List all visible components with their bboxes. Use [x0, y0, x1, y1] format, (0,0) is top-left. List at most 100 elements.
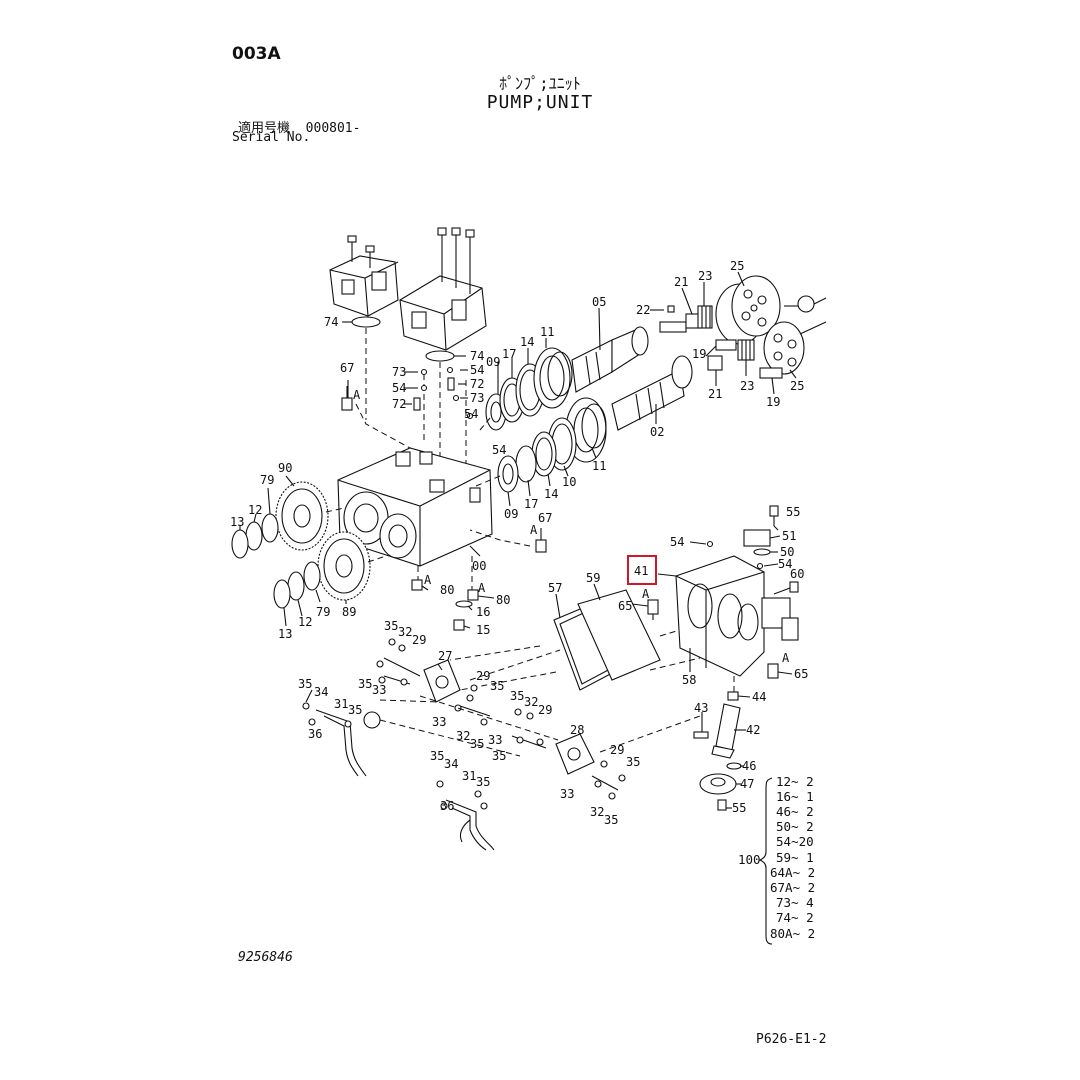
label-14[interactable]: 14 — [520, 335, 534, 349]
label-16[interactable]: 16 — [476, 605, 490, 619]
bolt-67-lower[interactable] — [535, 528, 547, 553]
ring-17-lower[interactable] — [515, 445, 537, 483]
label-73[interactable]: 73 — [392, 365, 406, 379]
label-13[interactable]: 13 — [230, 515, 244, 529]
bolt-67-upper[interactable] — [341, 386, 353, 411]
label-72[interactable]: 72 — [392, 397, 406, 411]
o-ring-16[interactable] — [455, 600, 473, 608]
label-02[interactable]: 02 — [650, 425, 664, 439]
label-35[interactable]: 35 — [430, 749, 444, 763]
snap-ring-13-upper[interactable] — [231, 529, 249, 559]
label-54[interactable]: 54 — [492, 443, 506, 457]
kit-number[interactable]: 100 — [738, 852, 761, 867]
label-55[interactable]: 55 — [732, 801, 746, 815]
kit-item[interactable]: 80A~ 2 — [770, 926, 815, 941]
label-34[interactable]: 34 — [444, 757, 458, 771]
pin-54-left[interactable] — [420, 384, 428, 392]
pin-43[interactable] — [693, 731, 709, 739]
o-ring-74-right[interactable] — [425, 350, 455, 362]
linkage-upper-right[interactable] — [454, 684, 491, 726]
label-12[interactable]: 12 — [298, 615, 312, 629]
pin-54-port-b[interactable] — [756, 562, 764, 570]
label-36[interactable]: 36 — [440, 799, 454, 813]
fitting-65-upper[interactable] — [647, 599, 659, 620]
label-32[interactable]: 32 — [590, 805, 604, 819]
label-11[interactable]: 11 — [540, 325, 554, 339]
shaft-42[interactable] — [711, 703, 741, 759]
label-51[interactable]: 51 — [782, 529, 796, 543]
plug-44[interactable] — [727, 691, 739, 701]
bearing-09-lower[interactable] — [497, 455, 519, 493]
linkage-lower-left[interactable] — [511, 708, 547, 749]
pin-54-right[interactable] — [446, 366, 454, 374]
retainer-21-lower[interactable] — [707, 355, 723, 371]
bolt-55-upper[interactable] — [769, 505, 779, 526]
label-09[interactable]: 09 — [504, 507, 518, 521]
label-A[interactable]: A — [353, 388, 361, 402]
label-59[interactable]: 59 — [586, 571, 600, 585]
label-35[interactable]: 35 — [384, 619, 398, 633]
label-05[interactable]: 05 — [592, 295, 606, 309]
pin-73-right[interactable] — [452, 394, 460, 402]
label-35[interactable]: 35 — [476, 775, 490, 789]
plug-72-right[interactable] — [447, 377, 455, 391]
label-35[interactable]: 35 — [490, 679, 504, 693]
gear-89[interactable] — [317, 531, 371, 601]
label-A[interactable]: A — [642, 587, 650, 601]
label-A[interactable]: A — [530, 523, 538, 537]
gear-90[interactable] — [275, 481, 329, 551]
kit-item[interactable]: 64A~ 2 — [770, 865, 815, 880]
kit-item[interactable]: 73~ 4 — [776, 895, 814, 910]
label-35[interactable]: 35 — [358, 677, 372, 691]
label-A[interactable]: A — [424, 573, 432, 587]
kit-item[interactable]: 54~20 — [776, 834, 814, 849]
label-80[interactable]: 80 — [440, 583, 454, 597]
label-33[interactable]: 33 — [372, 683, 386, 697]
linkage-upper-left[interactable] — [376, 638, 421, 686]
label-29[interactable]: 29 — [610, 743, 624, 757]
o-ring-74-left[interactable] — [351, 316, 381, 328]
label-A[interactable]: A — [782, 651, 790, 665]
o-ring-46[interactable] — [726, 762, 742, 770]
label-35[interactable]: 35 — [510, 689, 524, 703]
servo-block-27[interactable] — [423, 659, 461, 703]
label-25[interactable]: 25 — [730, 259, 744, 273]
kit-item[interactable]: 16~ 1 — [776, 789, 814, 804]
plug-80-left[interactable] — [411, 579, 423, 591]
control-valve-right[interactable] — [399, 227, 487, 351]
label-21[interactable]: 21 — [674, 275, 688, 289]
label-14[interactable]: 14 — [544, 487, 558, 501]
cylinder-block-25-lower[interactable] — [763, 321, 805, 375]
label-33[interactable]: 33 — [488, 733, 502, 747]
control-valve-left[interactable] — [329, 235, 399, 317]
label-33[interactable]: 33 — [432, 715, 446, 729]
plug-80-right[interactable] — [467, 589, 479, 601]
kit-item[interactable]: 74~ 2 — [776, 910, 814, 925]
label-54[interactable]: 54 — [470, 363, 484, 377]
lever-31-upper[interactable] — [302, 702, 367, 777]
label-25[interactable]: 25 — [790, 379, 804, 393]
label-42[interactable]: 42 — [746, 723, 760, 737]
o-ring-50[interactable] — [753, 548, 771, 556]
label-27[interactable]: 27 — [438, 649, 452, 663]
label-00[interactable]: 00 — [472, 559, 486, 573]
label-32[interactable]: 32 — [456, 729, 470, 743]
label-89[interactable]: 89 — [342, 605, 356, 619]
spring-23-lower[interactable] — [737, 339, 755, 361]
label-54[interactable]: 54 — [778, 557, 792, 571]
label-17[interactable]: 17 — [524, 497, 538, 511]
label-35[interactable]: 35 — [470, 737, 484, 751]
label-58[interactable]: 58 — [682, 673, 696, 687]
label-34[interactable]: 34 — [314, 685, 328, 699]
label-29[interactable]: 29 — [412, 633, 426, 647]
label-41-highlighted[interactable]: 41 — [634, 564, 648, 578]
label-11[interactable]: 11 — [592, 459, 606, 473]
label-35[interactable]: 35 — [604, 813, 618, 827]
label-74[interactable]: 74 — [470, 349, 484, 363]
label-74[interactable]: 74 — [324, 315, 338, 329]
label-13[interactable]: 13 — [278, 627, 292, 641]
label-67[interactable]: 67 — [340, 361, 354, 375]
drive-shaft-05[interactable] — [571, 326, 649, 393]
label-23[interactable]: 23 — [698, 269, 712, 283]
kit-item[interactable]: 50~ 2 — [776, 819, 814, 834]
